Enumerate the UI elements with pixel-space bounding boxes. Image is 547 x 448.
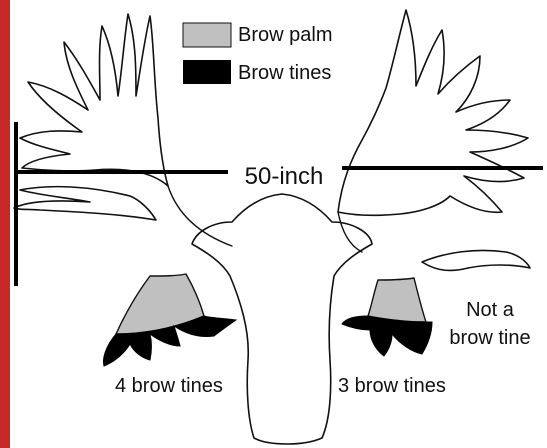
- legend-swatch-brow-palm: [183, 23, 231, 47]
- left-tine-count-label: 4 brow tines: [115, 375, 223, 397]
- spread-measure-label: 50-inch: [245, 163, 324, 190]
- right-brow-palm: [368, 278, 426, 322]
- not-brow-tine-label-line1: Not a: [466, 299, 515, 321]
- left-lower-prongs: [14, 187, 156, 220]
- right-tine-count-label: 3 brow tines: [338, 375, 446, 397]
- legend-label-brow-palm: Brow palm: [238, 24, 332, 46]
- legend-swatch-brow-tines: [183, 60, 231, 84]
- legend: Brow palm Brow tines: [183, 23, 332, 84]
- not-brow-tine-label-line2: brow tine: [449, 327, 530, 349]
- right-antler: [338, 10, 528, 215]
- right-brow-tines: [342, 316, 432, 356]
- left-antler: [20, 14, 168, 186]
- legend-label-brow-tines: Brow tines: [238, 62, 331, 84]
- right-lower-prong: [422, 250, 530, 270]
- accent-edge-bar: [0, 0, 10, 448]
